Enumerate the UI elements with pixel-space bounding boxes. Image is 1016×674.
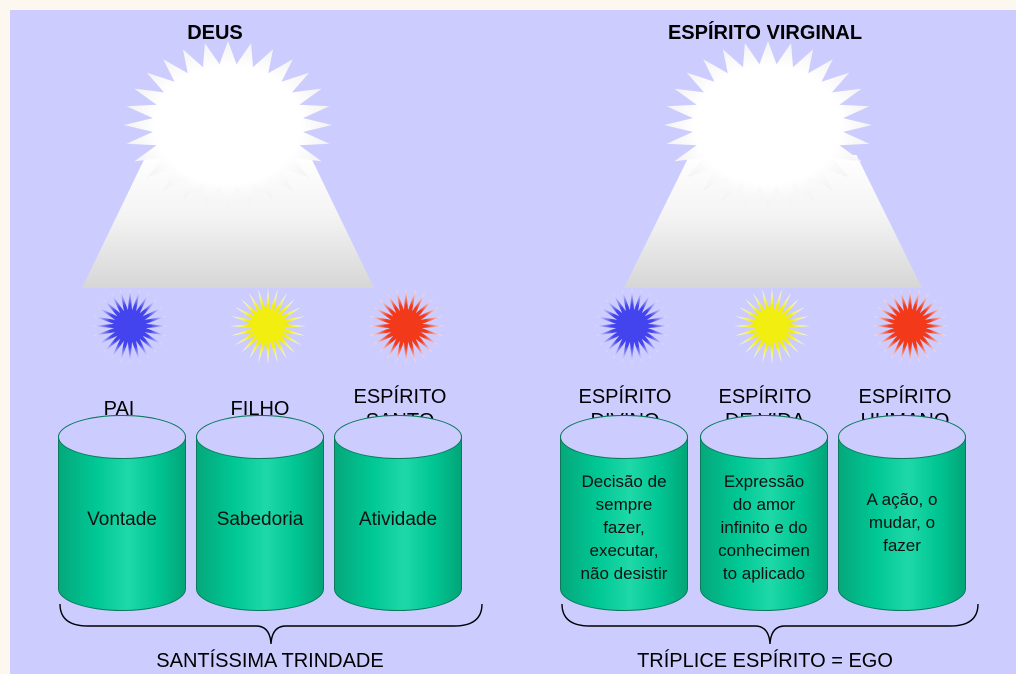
cylinder-top (334, 415, 462, 459)
label-line: ESPÍRITO (353, 386, 447, 408)
cylinder-text-line: mudar, o (868, 513, 936, 532)
cylinder-top (700, 415, 828, 459)
label-line: ESPÍRITO (718, 386, 812, 408)
big-sun-icon (124, 41, 332, 209)
cylinder-top (838, 415, 966, 459)
cylinder-text-line: executar, (589, 541, 659, 560)
panel-deus: DEUS PAI FILHO ESPÍRITO SANTO Vontade Sa… (10, 10, 510, 674)
cylinder-text-line: Decisão de (581, 472, 667, 491)
footer-triplice-espirito-ego: TRÍPLICE ESPÍRITO = EGO (637, 650, 893, 672)
cylinder-espirito-divino: Decisão de sempre fazer, executar, não d… (560, 415, 688, 611)
curly-brace-icon (561, 603, 979, 645)
yellow-star-icon (734, 288, 810, 364)
label-line: ESPÍRITO (578, 386, 672, 408)
cylinder-text: A ação, o mudar, o fazer (839, 488, 965, 557)
blue-star-icon (92, 288, 168, 364)
cylinder-text-line: A ação, o (866, 490, 938, 509)
cylinder-top (196, 415, 324, 459)
cylinder-text: Sabedoria (197, 508, 323, 531)
cylinder-text: Vontade (59, 508, 185, 531)
cylinder-top (58, 415, 186, 459)
red-star-icon (872, 288, 948, 364)
panel-espirito-virginal: ESPÍRITO VIRGINAL ESPÍRITO DIVINO ESPÍRI… (510, 10, 1016, 674)
yellow-star-icon (230, 288, 306, 364)
label-line: ESPÍRITO (858, 386, 952, 408)
cylinder-text-line: do amor (732, 495, 796, 514)
cylinder-espirito-humano: A ação, o mudar, o fazer (838, 415, 966, 611)
cylinder-text-line: sempre (595, 495, 653, 514)
footer-santissima-trindade: SANTÍSSIMA TRINDADE (156, 650, 384, 672)
cylinder-text-line: conhecimen (718, 541, 810, 560)
cylinder-text: Decisão de sempre fazer, executar, não d… (561, 470, 687, 585)
star-shape (872, 288, 948, 364)
blue-star-icon (594, 288, 670, 364)
cylinder-text-line: não desistir (580, 564, 668, 583)
cylinder-text-line: fazer (883, 536, 921, 555)
label-line: FILHO (230, 398, 290, 420)
diagram-canvas: DEUS PAI FILHO ESPÍRITO SANTO Vontade Sa… (10, 10, 1016, 674)
star-shape (734, 288, 810, 364)
cylinder-text-line: to aplicado (722, 564, 806, 583)
star-shape (594, 288, 670, 364)
cylinder-espirito-de-vida: Expressão do amor infinito e do conhecim… (700, 415, 828, 611)
star-shape (92, 288, 168, 364)
cylinder-text-line: Expressão (723, 472, 805, 491)
cylinder-text-line: fazer, (603, 518, 645, 537)
star-shape (230, 288, 306, 364)
cylinder-espirito-santo: Atividade (334, 415, 462, 611)
cylinder-text: Atividade (335, 508, 461, 531)
star-shape (368, 288, 444, 364)
label-filho: FILHO (200, 397, 320, 421)
cylinder-text-line: Atividade (358, 509, 438, 530)
cylinder-pai: Vontade (58, 415, 186, 611)
cylinder-top (560, 415, 688, 459)
cylinder-text: Expressão do amor infinito e do conhecim… (701, 470, 827, 585)
cylinder-text-line: infinito e do (720, 518, 808, 537)
big-sun-icon (664, 41, 872, 209)
cylinder-text-line: Vontade (87, 509, 157, 530)
cylinder-text-line: Sabedoria (216, 509, 304, 530)
red-star-icon (368, 288, 444, 364)
star-shape (124, 41, 332, 209)
title-deus: DEUS (187, 22, 243, 44)
star-shape (664, 41, 872, 209)
title-espirito-virginal: ESPÍRITO VIRGINAL (667, 22, 863, 44)
curly-brace-icon (59, 603, 483, 645)
cylinder-filho: Sabedoria (196, 415, 324, 611)
